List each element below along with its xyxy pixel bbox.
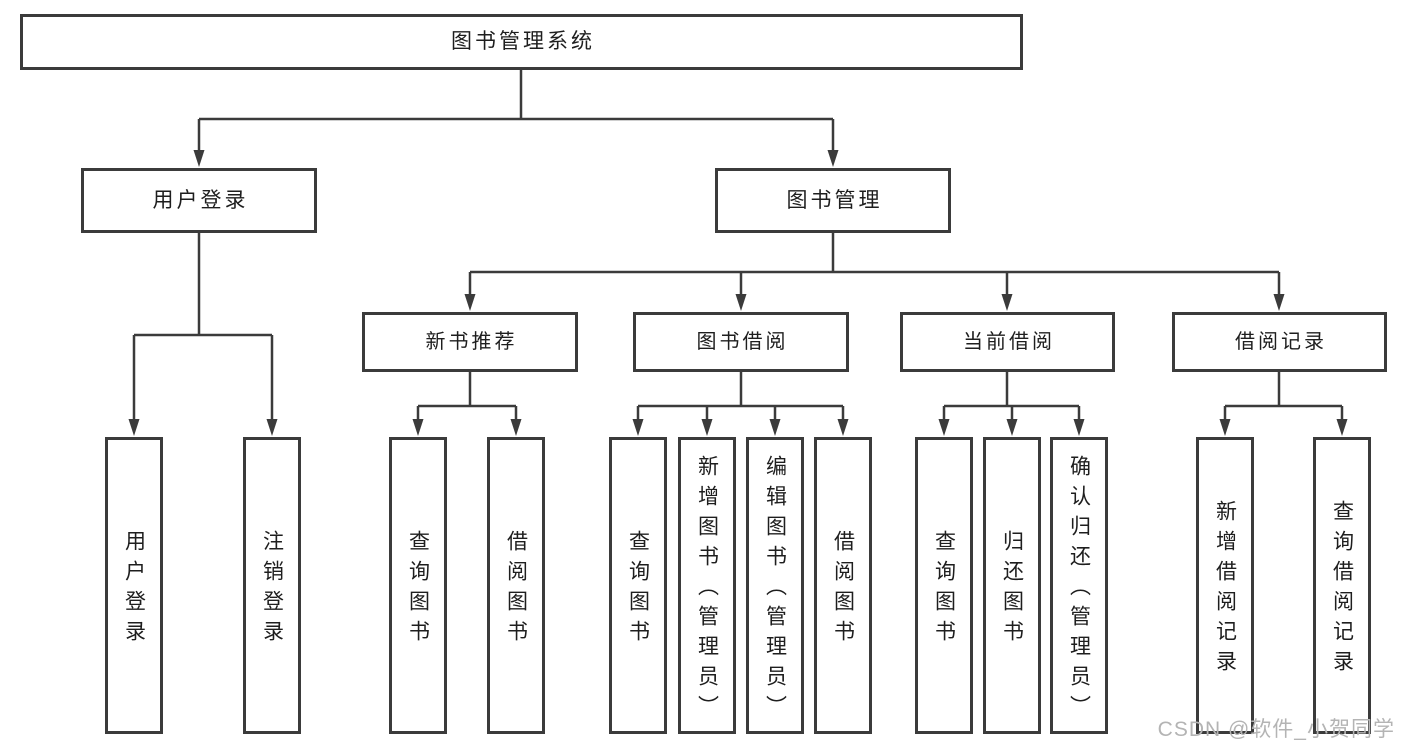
node-new-book-recommend: 新书推荐 (362, 312, 578, 372)
node-label: 注销登录 (260, 530, 284, 650)
node-label: 归还图书 (1000, 530, 1024, 650)
leaf-query-borrow-record: 查询借阅记录 (1313, 437, 1371, 734)
leaf-logout-login: 注销登录 (243, 437, 301, 734)
node-borrow-records: 借阅记录 (1172, 312, 1387, 372)
node-label: 借阅记录 (1235, 331, 1327, 353)
leaf-query-books-recommend: 查询图书 (389, 437, 447, 734)
leaf-add-books-admin: 新增图书（管理员） (678, 437, 736, 734)
node-label: 新增借阅记录 (1213, 500, 1237, 680)
leaf-confirm-return-admin: 确认归还（管理员） (1050, 437, 1108, 734)
node-label: 用户登录 (122, 530, 146, 650)
leaf-borrow-books: 借阅图书 (814, 437, 872, 734)
node-label: 查询借阅记录 (1330, 500, 1354, 680)
node-label: 查询图书 (406, 530, 430, 650)
leaf-return-books: 归还图书 (983, 437, 1041, 734)
node-label: 用户登录 (152, 188, 249, 212)
node-label: 查询图书 (932, 530, 956, 650)
leaf-query-books-current: 查询图书 (915, 437, 973, 734)
node-book-management: 图书管理 (715, 168, 951, 233)
leaf-borrow-books-recommend: 借阅图书 (487, 437, 545, 734)
node-library-management-system: 图书管理系统 (20, 14, 1023, 70)
node-label: 图书管理 (786, 188, 883, 212)
arrowhead-icons (128, 150, 1348, 436)
node-label: 新增图书（管理员） (695, 455, 719, 725)
node-label: 当前借阅 (963, 331, 1055, 353)
node-label: 图书管理系统 (451, 30, 595, 54)
csdn-watermark: CSDN @软件_小贺同学 (1157, 718, 1395, 741)
node-label: 确认归还（管理员） (1067, 455, 1091, 725)
leaf-user-login: 用户登录 (105, 437, 163, 734)
node-label: 借阅图书 (504, 530, 528, 650)
node-label: 图书借阅 (696, 331, 789, 353)
node-user-login: 用户登录 (81, 168, 317, 233)
node-book-borrow: 图书借阅 (633, 312, 849, 372)
node-current-borrow: 当前借阅 (900, 312, 1115, 372)
node-label: 查询图书 (626, 530, 650, 650)
leaf-add-borrow-record: 新增借阅记录 (1196, 437, 1254, 734)
leaf-query-books-borrow: 查询图书 (609, 437, 667, 734)
node-label: 新书推荐 (425, 331, 518, 353)
node-label: 借阅图书 (831, 530, 855, 650)
node-label: 编辑图书（管理员） (763, 455, 787, 725)
leaf-edit-books-admin: 编辑图书（管理员） (746, 437, 804, 734)
